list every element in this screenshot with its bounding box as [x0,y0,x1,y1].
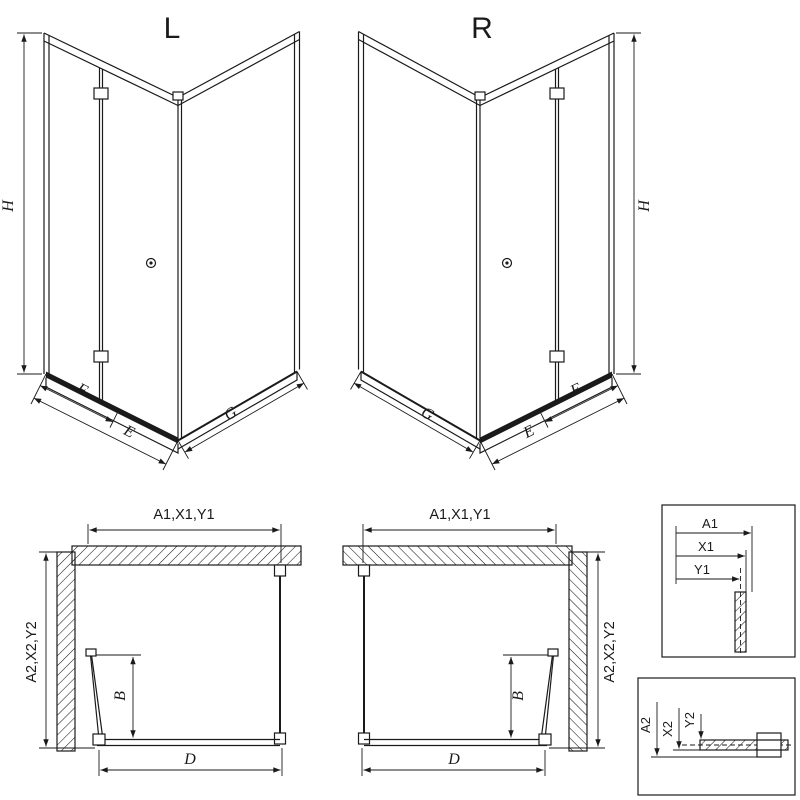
r-plan-dim-b-label: B [510,691,527,701]
l-plan-dim-b-label: B [112,691,129,701]
r-plan-view: A1,X1,Y1 A2,X2,Y2 B D [343,507,618,776]
r3d-title: R [471,12,493,45]
detail-top-frame [661,504,796,658]
detail-dim-x2-label: X2 [660,721,675,737]
l-3d-geometry [17,32,308,471]
l3d-dim-h-label: H [0,199,17,213]
profile-clamp [756,732,782,758]
detail-dim-x1-label: X1 [698,539,714,554]
detail-dim-a1-label: A1 [702,516,718,531]
detail-bottom-view: A2 X2 Y2 [637,677,796,796]
l-plan-dim-d-label: D [183,751,196,768]
r-plan-geometry [343,524,605,776]
r3d-dim-h-label: H [636,199,653,213]
r-plan-dim-side-label: A2,X2,Y2 [602,621,618,682]
r-3d-geometry [351,32,642,471]
l-plan-dim-top-label: A1,X1,Y1 [153,507,214,523]
detail-dim-y2-label: Y2 [682,712,697,728]
r-plan-dim-d-label: D [447,751,460,768]
l-plan-view: A1,X1,Y1 A2,X2,Y2 B D [24,507,301,776]
detail-top-view: A1 X1 Y1 [661,504,796,658]
l3d-title: L [164,12,181,45]
detail-dim-a2-label: A2 [638,717,653,733]
detail-dim-y1-label: Y1 [694,562,710,577]
l-3d-view: L H F E G [0,12,308,470]
r-plan-dim-top-label: A1,X1,Y1 [429,507,490,523]
r-3d-view: R H F E G [351,12,653,471]
l-plan-geometry [39,524,301,776]
detail-bottom-frame [637,677,796,796]
l-plan-dim-side-label: A2,X2,Y2 [24,621,40,682]
